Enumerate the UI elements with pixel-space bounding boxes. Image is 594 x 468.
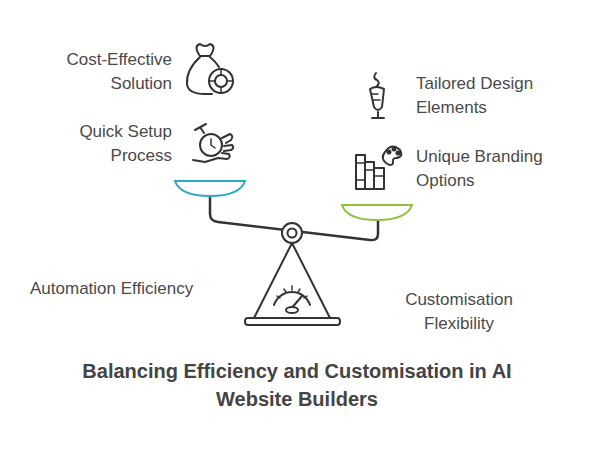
scale-label: Cost-Effective Solution [32,48,172,96]
paint-dot [388,151,391,154]
scale-base [245,318,340,325]
hand-fingers [193,134,233,162]
money-bag-top [197,44,214,56]
carrot-lines [372,94,380,100]
scale-label: Tailored Design Elements [416,72,566,120]
gauge-hub [286,307,298,313]
carrot-leaf [374,73,379,87]
palette [383,146,402,165]
coin-outer [209,69,233,93]
book-1 [356,155,365,189]
scale-label: Customisation Flexibility [389,288,529,336]
money-bag-body [187,57,212,94]
money-bag-side [210,57,219,67]
book-lines [356,163,384,180]
scale-stand [254,243,330,318]
gauge-arc [274,292,310,305]
diagram-title: Balancing Efficiency and Customisation i… [47,357,547,413]
scale-label: Automation Efficiency [30,277,230,301]
pivot-outer [282,223,302,243]
coin-inner [215,75,227,87]
coin-marks [209,69,233,93]
scale-label: Quick Setup Process [62,120,172,168]
left-pan [175,181,245,196]
carrot-body [370,87,384,110]
scale-label: Unique Branding Options [416,145,566,193]
stopwatch-hands [211,139,215,148]
book-3 [374,168,384,189]
stopwatch-button [195,124,206,133]
book-2 [365,162,374,189]
pivot-inner [288,229,297,238]
stopwatch-face [200,134,222,156]
right-pan [342,205,412,220]
paint-dot [393,148,396,151]
carrot-stand [372,112,384,118]
scale-beam [210,195,378,240]
paint-dot [397,152,400,155]
